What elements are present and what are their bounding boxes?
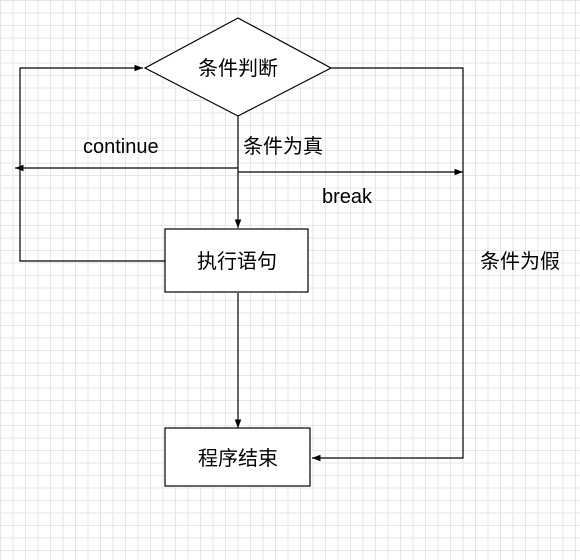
execute-label: 执行语句	[197, 249, 277, 273]
execute-box	[164, 228, 309, 293]
decision-label: 条件判断	[198, 56, 278, 80]
decision-node: 条件判断	[143, 17, 333, 117]
end-label: 程序结束	[198, 446, 278, 470]
break-label: break	[322, 186, 373, 208]
continue-label: continue	[83, 136, 159, 158]
condition-false-label: 条件为假	[480, 249, 560, 273]
edge-loop-back	[19, 64, 165, 262]
decision-diamond	[143, 17, 333, 117]
condition-true-label: 条件为真	[243, 134, 323, 158]
edge-decision-false-to-end	[312, 67, 464, 462]
end-node: 程序结束	[164, 427, 311, 487]
execute-node: 执行语句	[164, 228, 309, 293]
end-box	[164, 427, 311, 487]
